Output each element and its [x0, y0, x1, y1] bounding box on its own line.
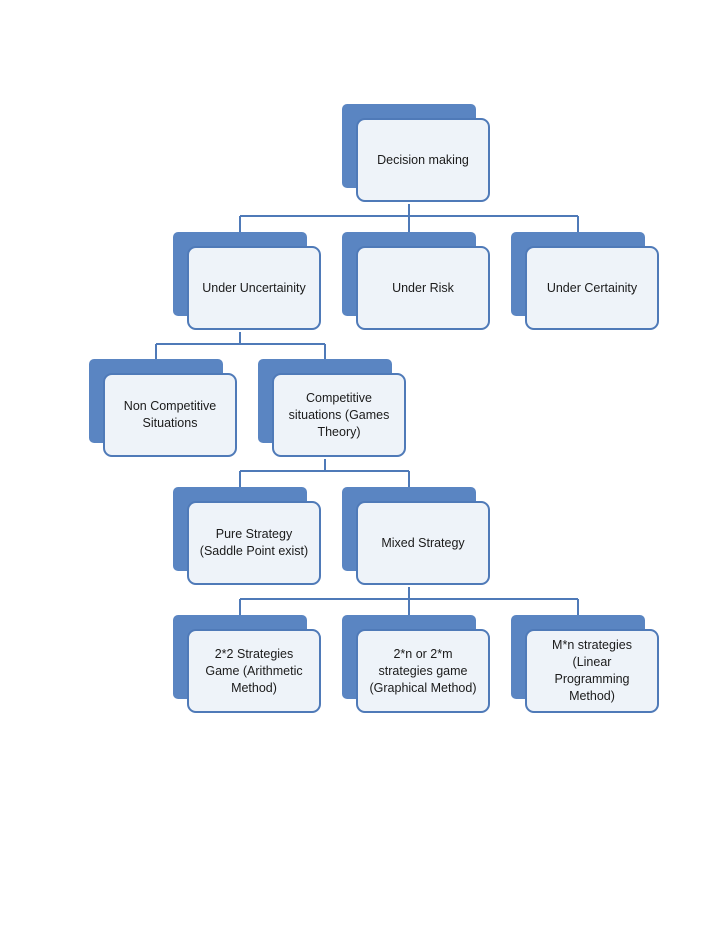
- connector-mixed-to-level5: [239, 587, 579, 615]
- node-under-risk: Under Risk: [342, 232, 492, 332]
- node-front: Decision making: [356, 118, 490, 202]
- node-mxn-strategies: M*n strategies (Linear Programming Metho…: [511, 615, 661, 715]
- node-front: Non Competitive Situations: [103, 373, 237, 457]
- node-2xn-strategies: 2*n or 2*m strategies game (Graphical Me…: [342, 615, 492, 715]
- node-competitive-situations: Competitive situations (Games Theory): [258, 359, 408, 459]
- node-label: M*n strategies (Linear Programming Metho…: [552, 638, 632, 703]
- node-front: M*n strategies (Linear Programming Metho…: [525, 629, 659, 713]
- node-label: Non Competitive Situations: [123, 399, 217, 430]
- node-pure-strategy: Pure Strategy (Saddle Point exist): [173, 487, 323, 587]
- node-decision-making: Decision making: [342, 104, 492, 204]
- node-front: 2*n or 2*m strategies game (Graphical Me…: [356, 629, 490, 713]
- connector-root-to-level2: [239, 204, 579, 232]
- connector-competitive-to-level4: [239, 459, 410, 487]
- node-front: Mixed Strategy: [356, 501, 490, 585]
- node-label: Mixed Strategy: [381, 535, 465, 550]
- node-label: Under Uncertainity: [202, 280, 306, 295]
- node-non-competitive: Non Competitive Situations: [89, 359, 239, 459]
- node-label: 2*2 Strategies Game (Arithmetic Method): [205, 646, 303, 695]
- node-mixed-strategy: Mixed Strategy: [342, 487, 492, 587]
- node-under-uncertainity: Under Uncertainity: [173, 232, 323, 332]
- node-label: Pure Strategy (Saddle Point exist): [199, 527, 309, 558]
- node-2x2-strategies: 2*2 Strategies Game (Arithmetic Method): [173, 615, 323, 715]
- node-front: Under Risk: [356, 246, 490, 330]
- node-front: Competitive situations (Games Theory): [272, 373, 406, 457]
- node-label: Competitive situations (Games Theory): [288, 390, 390, 439]
- node-front: Pure Strategy (Saddle Point exist): [187, 501, 321, 585]
- node-label: Decision making: [377, 152, 469, 167]
- node-label: Under Risk: [392, 280, 454, 295]
- node-front: Under Uncertainity: [187, 246, 321, 330]
- node-label: Under Certainity: [546, 280, 638, 295]
- node-label: 2*n or 2*m strategies game (Graphical Me…: [369, 646, 477, 695]
- node-front: 2*2 Strategies Game (Arithmetic Method): [187, 629, 321, 713]
- connector-uncertainity-to-level3: [155, 332, 326, 359]
- node-under-certainity: Under Certainity: [511, 232, 661, 332]
- node-front: Under Certainity: [525, 246, 659, 330]
